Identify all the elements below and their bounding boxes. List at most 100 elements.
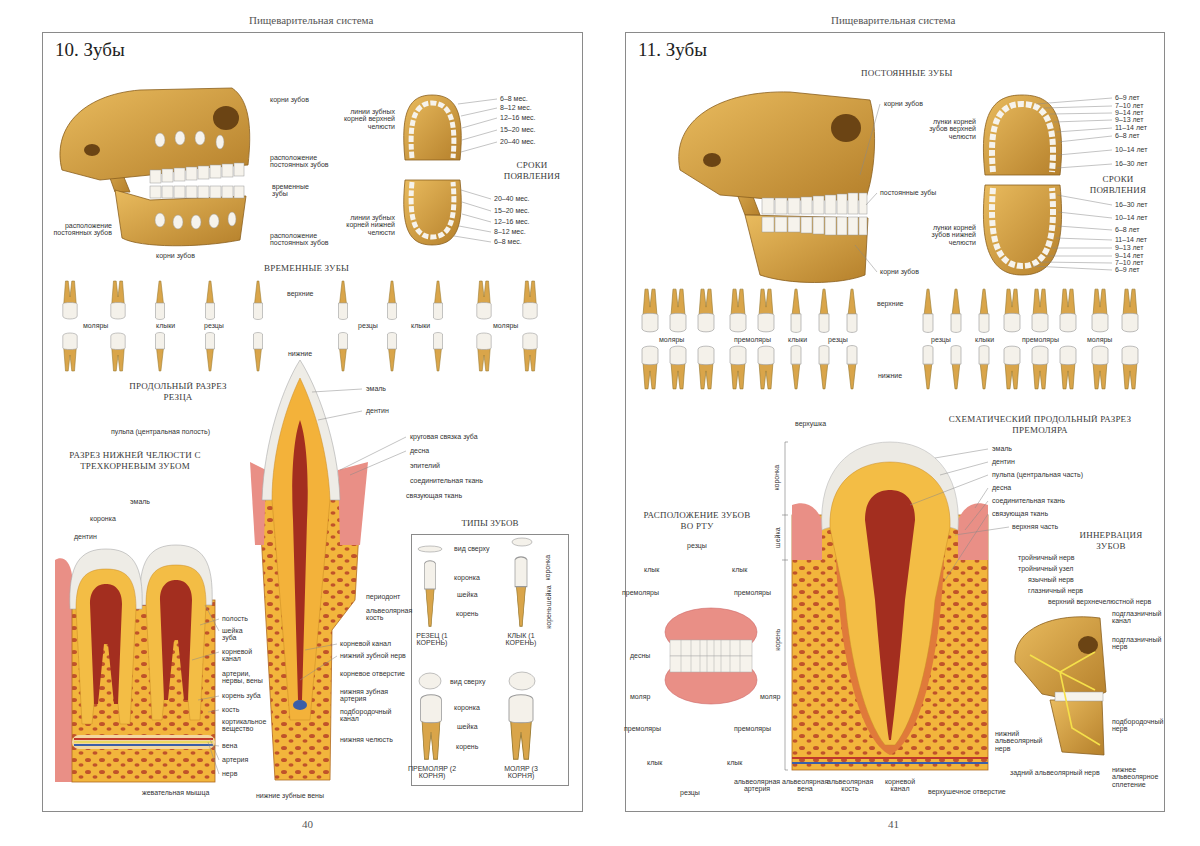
page-title: 10. Зубы (55, 39, 125, 62)
part-label: 9–13 лет (1115, 244, 1143, 251)
skull-temporary-teeth (174, 186, 185, 198)
part-label: кортикальное вещество (222, 718, 272, 733)
incisor-section (292, 420, 307, 700)
part-label: 6–9 лет (1115, 94, 1140, 101)
permanent-teeth-row (1122, 289, 1138, 332)
permanent-teeth-row (1032, 346, 1048, 389)
skull-permanent-teeth (775, 198, 787, 214)
part-label: 20–40 мес. (500, 138, 536, 145)
part-label: ПРЕМОЛЯР (2 КОРНЯ) (406, 765, 458, 780)
vertical-label: шейка (774, 527, 781, 548)
skull-temporary-teeth (174, 168, 185, 181)
premolar-section (955, 527, 1009, 535)
vertical-label: шейка (545, 585, 552, 606)
part-label: моляр (630, 693, 650, 700)
skull-permanent-teeth (762, 217, 774, 232)
vertical-label: корень (545, 607, 552, 629)
part-label: нижний зубной нерв (340, 652, 406, 659)
part-label: нижний альвеолярный нерв (995, 730, 1043, 752)
skull-temporary-teeth (115, 190, 246, 246)
incisor-section (305, 644, 337, 650)
innervation-skull (1050, 700, 1104, 755)
part-label: 12–16 мес. (500, 114, 536, 121)
premolar-section (975, 488, 988, 508)
incisor-section (250, 360, 406, 780)
permanent-teeth-row (670, 289, 686, 332)
part-label: премоляры (1022, 336, 1059, 343)
part-label: моляры (659, 336, 684, 343)
part-label: верхние (287, 290, 314, 297)
part-label: 6–8 лет (1115, 226, 1140, 233)
part-label: резцы (204, 322, 224, 329)
part-label: тройничный нерв (1018, 554, 1074, 561)
section-heading: РАСПОЛОЖЕНИЕ ЗУБОВ ВО РТУ (642, 510, 752, 532)
part-label: 7–10 лет (1115, 259, 1143, 266)
innervation-skull (1015, 617, 1106, 755)
permanent-teeth-row (1060, 346, 1076, 389)
part-label: круговая связка зуба (410, 433, 478, 440)
jaw-arches-permanent (1058, 212, 1112, 218)
part-label: жевательная мышца (142, 789, 209, 796)
part-label: дентин (366, 407, 389, 414)
part-label: верхушка (795, 420, 826, 427)
premolar-section (910, 475, 988, 505)
permanent-teeth-row (1032, 289, 1048, 332)
skull-permanent-teeth (745, 215, 868, 283)
skull-permanent-teeth (859, 193, 867, 214)
part-label: 12–16 мес. (494, 218, 530, 225)
jaw-arches-temporary (461, 190, 491, 199)
permanent-teeth-row (951, 289, 961, 332)
part-label: пульпа (центральная полость) (111, 428, 210, 435)
skull-permanent-teeth (703, 153, 721, 167)
skull-temporary-teeth (198, 186, 209, 198)
temporary-teeth-row (388, 333, 397, 372)
part-label: 6–8 мес. (494, 238, 522, 245)
section-heading: ПОСТОЯННЫЕ ЗУБЫ (861, 68, 953, 79)
premolar-section (782, 515, 788, 516)
page-header: Пищеварительная система (831, 14, 955, 27)
part-label: резцы (931, 336, 951, 343)
temporary-teeth-row (206, 281, 215, 320)
part-label: линии зубных корней верхней челюсти (335, 108, 395, 130)
premolar-section (958, 503, 988, 560)
skull-temporary-teeth (234, 163, 244, 176)
part-label: 8–12 мес. (500, 104, 532, 111)
part-label: дентин (992, 458, 1015, 465)
part-label: шейка (457, 723, 478, 730)
skull-temporary-teeth (228, 212, 236, 226)
part-label: вид сверху (450, 678, 486, 685)
part-label: вена (222, 742, 237, 749)
temporary-teeth-row (254, 281, 263, 320)
jaw-arches-permanent (1056, 238, 1112, 240)
part-label: десна (992, 484, 1011, 491)
incisor-section (272, 378, 330, 720)
innervation-skull (1055, 692, 1103, 701)
incisor-section (338, 462, 368, 545)
part-label: клыки (788, 336, 807, 343)
part-label: расположение постоянных зубов (270, 154, 338, 169)
skull-temporary-teeth (175, 131, 185, 145)
jaw-arches-temporary (461, 142, 497, 152)
part-label: премоляры (734, 589, 771, 596)
jaw-arches-temporary (462, 130, 497, 140)
molar-jaw-section (72, 735, 215, 749)
temporary-teeth-row (63, 281, 77, 319)
skull-permanent-teeth (825, 195, 836, 214)
molar-jaw-section (55, 558, 72, 782)
page-title: 11. Зубы (638, 39, 707, 62)
part-label: расположение постоянных зубов (50, 222, 112, 237)
part-label: периодонт (366, 593, 400, 600)
skull-permanent-teeth (831, 114, 861, 142)
temporary-teeth-row (339, 333, 348, 372)
molar-jaw-section (192, 652, 219, 660)
part-label: верхняя часть (1012, 523, 1058, 530)
part-label: эмаль (366, 385, 386, 392)
part-label: подбородочный нерв (1112, 718, 1162, 733)
skull-temporary-teeth (195, 131, 205, 145)
mouth-teeth (714, 640, 715, 672)
permanent-teeth-row (791, 289, 801, 332)
part-label: глазничный нерв (1028, 587, 1083, 594)
permanent-teeth-row (923, 289, 933, 332)
